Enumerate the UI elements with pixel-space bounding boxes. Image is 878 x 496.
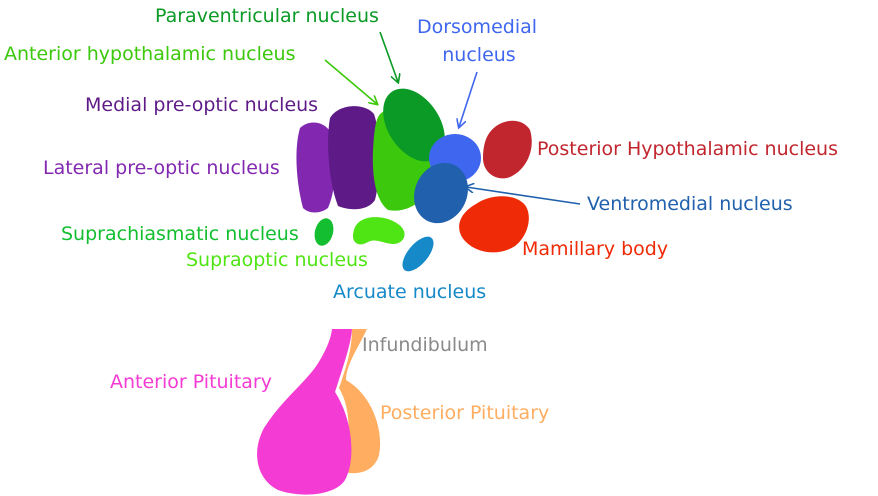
label-arcuate: Arcuate nucleus [333,281,486,303]
paraventricular-shape [383,88,445,162]
anterior-pituitary-shape [257,329,352,495]
supraoptic-shape [352,217,405,245]
dorsomedial-arrow [459,71,478,127]
ventromedial-arrow [466,187,581,205]
anterior-hypothalamic-arrow [324,59,377,104]
label-dorsomedial-line2: nucleus [442,44,515,66]
label-anterior-pituitary: Anterior Pituitary [110,371,272,393]
posterior-hypothalamic-shape [483,120,532,179]
label-supraoptic: Supraoptic nucleus [186,249,368,271]
label-ventromedial: Ventromedial nucleus [587,193,793,215]
medial-preoptic-shape [328,106,380,210]
label-dorsomedial-line1: Dorsomedial [417,16,537,38]
label-anterior-hypothalamic: Anterior hypothalamic nucleus [4,43,296,65]
label-lateral-preoptic: Lateral pre-optic nucleus [43,157,280,179]
suprachiasmatic-shape [314,218,334,246]
label-medial-preoptic: Medial pre-optic nucleus [85,94,318,116]
label-posterior-hypothalamic: Posterior Hypothalamic nucleus [537,138,838,160]
label-infundibulum: Infundibulum [362,334,488,356]
label-paraventricular: Paraventricular nucleus [155,5,379,27]
label-suprachiasmatic: Suprachiasmatic nucleus [61,223,299,245]
paraventricular-arrow [379,31,398,82]
arcuate-shape [402,236,434,272]
lateral-preoptic-shape [296,122,336,213]
mamillary-shape [459,196,529,253]
label-posterior-pituitary: Posterior Pituitary [380,402,549,424]
label-mamillary: Mamillary body [522,238,668,260]
ventromedial-shape [414,162,468,224]
